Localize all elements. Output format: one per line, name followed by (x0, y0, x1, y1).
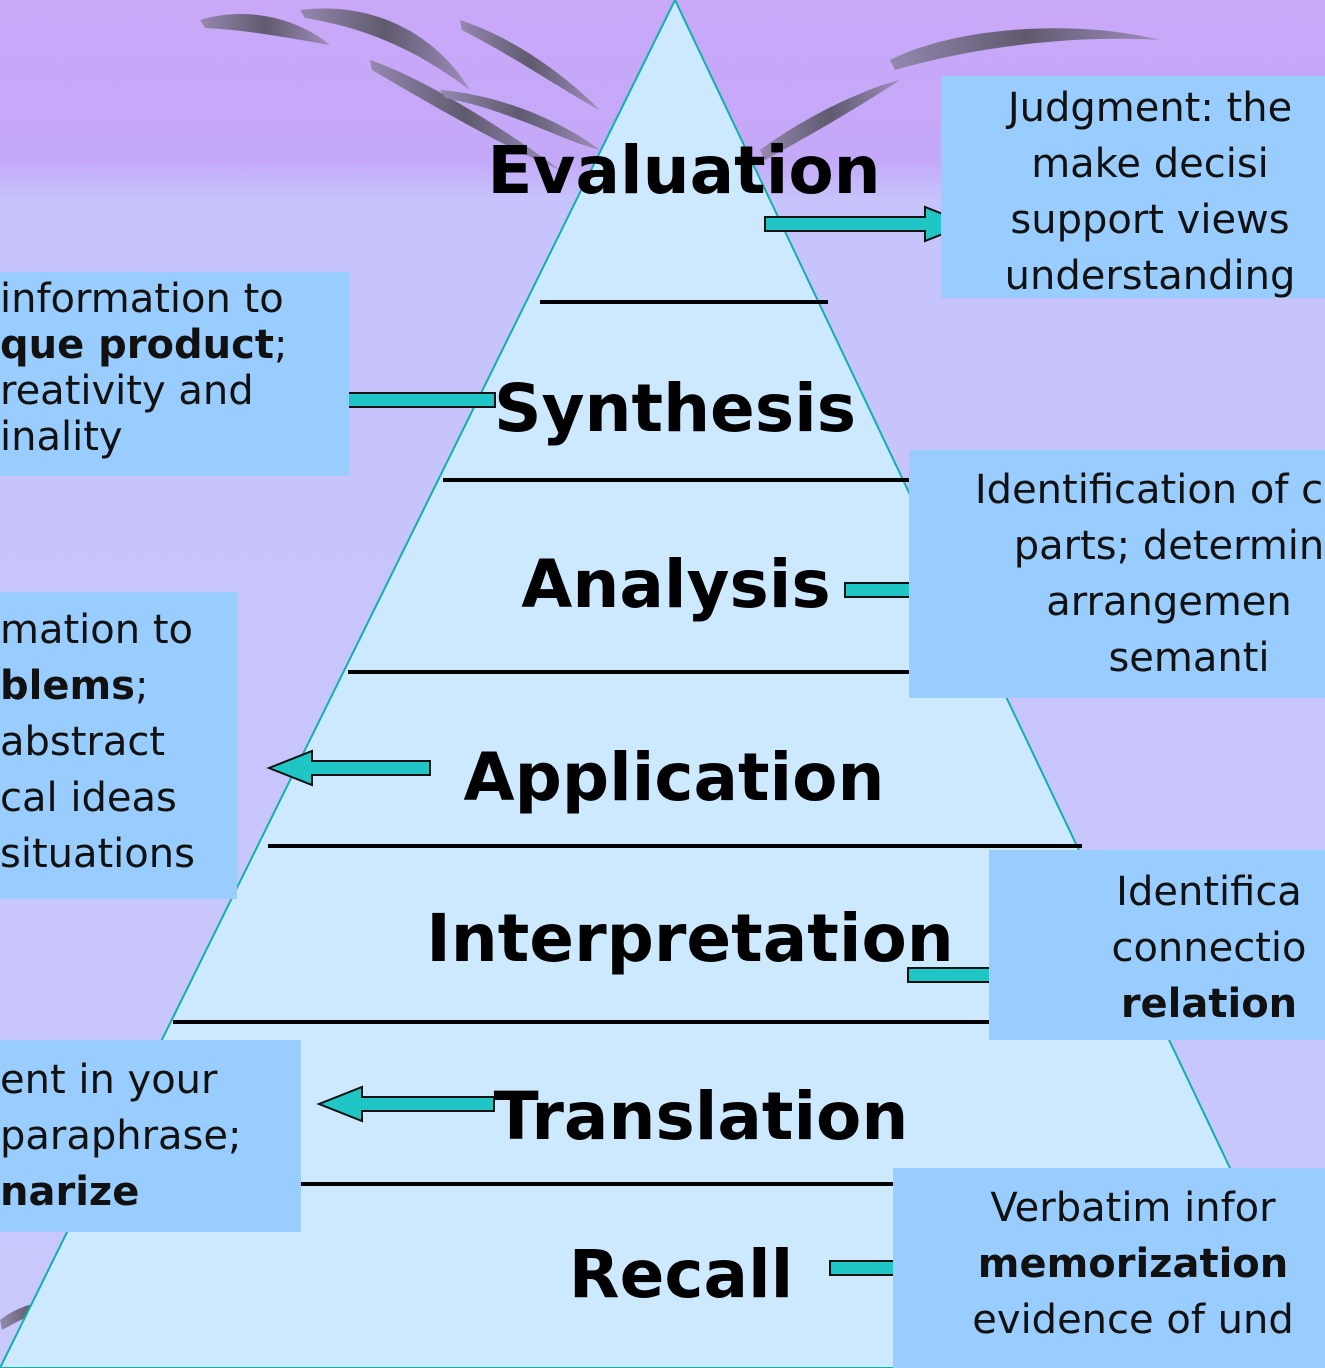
desc-translation: ent in your paraphrase; narize (0, 1040, 301, 1232)
desc-evaluation-line: support views (1010, 197, 1290, 243)
tier-application: Application (463, 739, 885, 816)
tier-recall: Recall (568, 1236, 794, 1313)
decorative-swooshes (0, 8, 1160, 1330)
desc-evaluation-line: Judgment: the (1007, 85, 1293, 131)
desc-recall-line: evidence of und (972, 1297, 1294, 1343)
desc-analysis-line: Identification of c (974, 467, 1324, 513)
desc-recall-line: memorization (977, 1241, 1289, 1287)
desc-synthesis-line: reativity and (0, 368, 254, 414)
tier-dividers (173, 300, 1082, 1186)
desc-translation-line: ent in your (0, 1057, 218, 1103)
desc-translation-line: paraphrase; (0, 1113, 242, 1159)
desc-analysis-line: semanti (1108, 635, 1270, 681)
desc-synthesis-line: inality (0, 414, 123, 460)
desc-analysis: Identification of c parts; determin arra… (909, 450, 1325, 698)
desc-application: mation to blems; abstract cal ideas situ… (0, 592, 237, 899)
desc-recall: Verbatim infor memorization evidence of … (893, 1168, 1325, 1368)
desc-analysis-line: arrangemen (1046, 579, 1292, 625)
desc-translation-line: narize (0, 1169, 140, 1215)
desc-application-line: mation to (0, 607, 193, 653)
desc-interpretation-line: relation (1120, 981, 1298, 1027)
arrow-evaluation (764, 205, 971, 243)
desc-synthesis-line: information to (0, 276, 284, 322)
desc-evaluation-line: make decisi (1031, 141, 1269, 187)
tier-translation: Translation (493, 1078, 909, 1155)
desc-synthesis: information to que product; reativity an… (0, 272, 349, 476)
desc-application-line: abstract (0, 719, 166, 765)
desc-application-line: blems; (0, 663, 149, 709)
desc-application-line: situations (0, 831, 195, 877)
tier-synthesis: Synthesis (493, 370, 857, 447)
desc-evaluation-line: understanding (1004, 253, 1296, 298)
tier-interpretation: Interpretation (426, 900, 954, 977)
desc-interpretation: Identifica connectio relation (989, 850, 1325, 1040)
desc-synthesis-line: que product; (0, 322, 288, 368)
tier-evaluation: Evaluation (487, 132, 881, 209)
arrow-application (266, 749, 431, 787)
tier-analysis: Analysis (521, 546, 831, 623)
desc-analysis-line: parts; determin (1013, 523, 1325, 569)
desc-application-line: cal ideas (0, 775, 177, 821)
desc-interpretation-line: Identifica (1116, 869, 1302, 915)
desc-interpretation-line: connectio (1111, 925, 1307, 971)
desc-recall-line: Verbatim infor (990, 1185, 1276, 1231)
desc-evaluation: Judgment: the make decisi support views … (941, 76, 1325, 298)
arrow-translation (316, 1085, 495, 1123)
